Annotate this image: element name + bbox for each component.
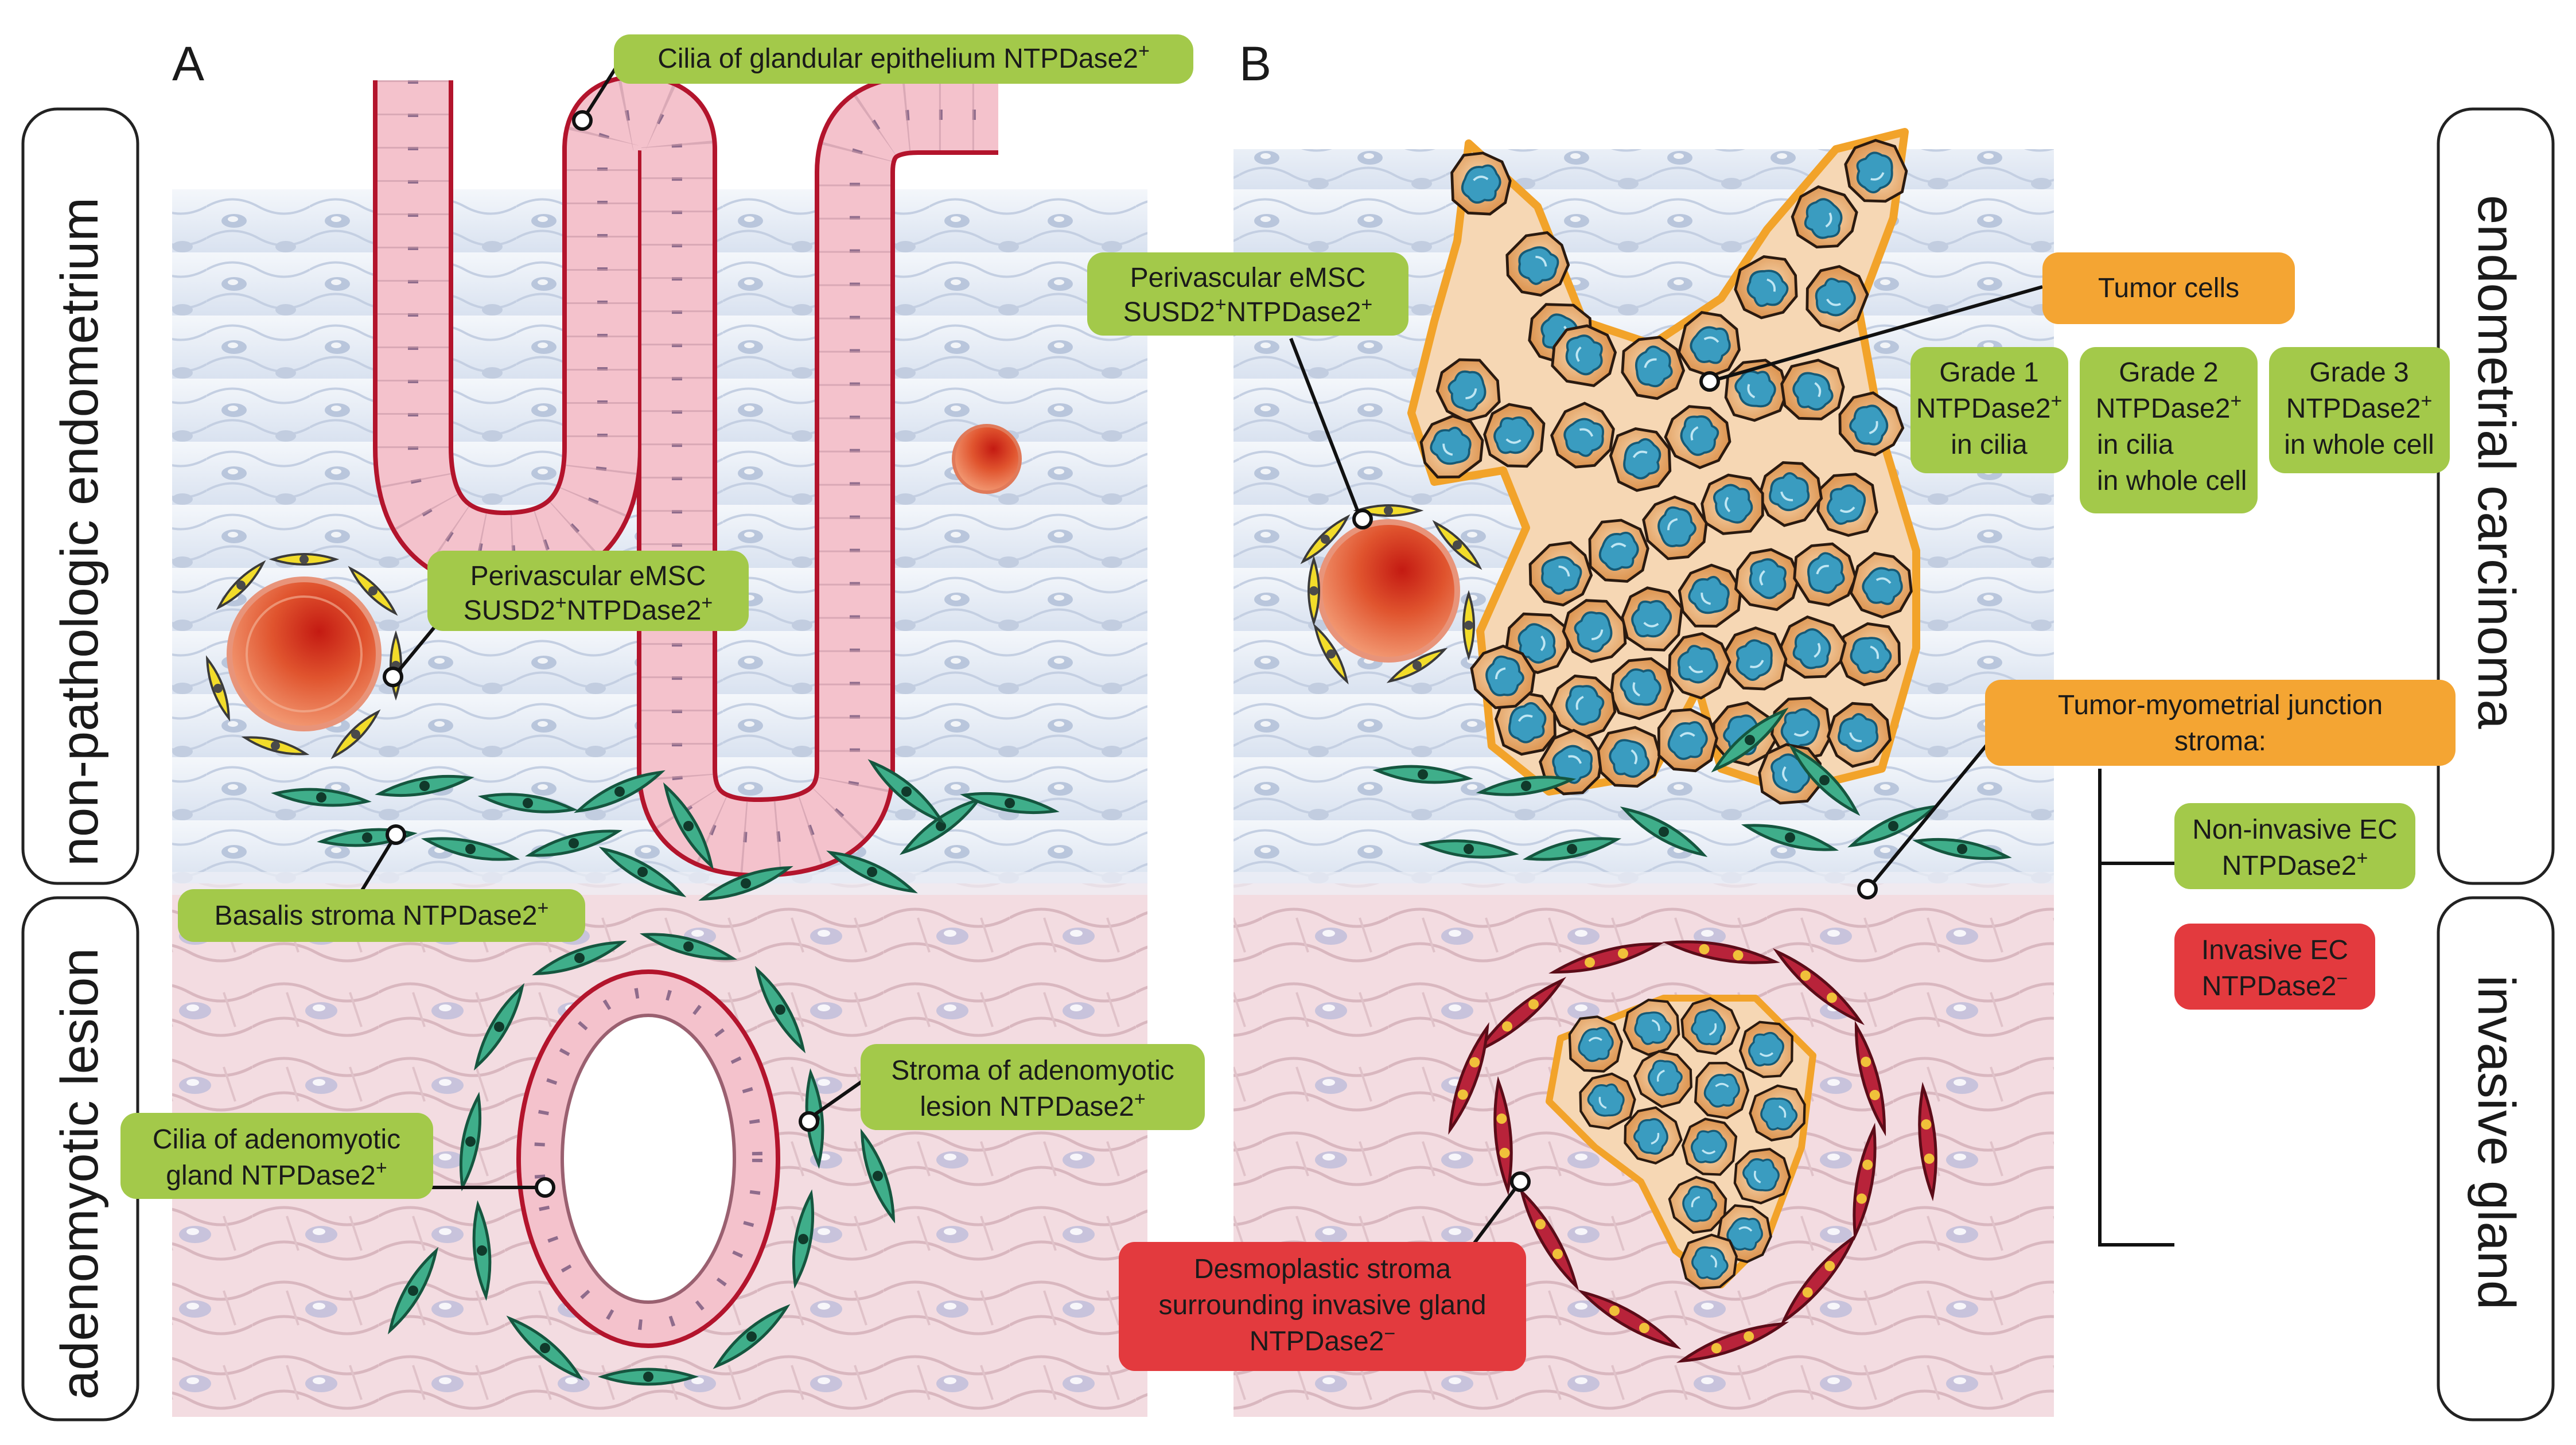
- invasive-tumor-cell: [1570, 1016, 1622, 1071]
- leader-lines: [354, 56, 2174, 1252]
- side-label-nonpathologic: non-pathologic endometrium: [50, 197, 109, 866]
- gland-icon: [373, 75, 998, 878]
- tumor-cell: [1452, 153, 1511, 214]
- vessel-icon: [227, 424, 1022, 731]
- svg-text:Grade 3: Grade 3: [2309, 357, 2408, 388]
- label-tumor-cells: Tumor cells: [2042, 252, 2295, 324]
- leader-dots: [383, 110, 1878, 1198]
- label-desmoplastic-stroma: Desmoplastic stroma surrounding invasive…: [1119, 1242, 1526, 1371]
- svg-text:Tumor-myometrial junction: Tumor-myometrial junction: [2058, 690, 2383, 720]
- invasive-tumor-cell: [1739, 1021, 1794, 1078]
- label-basalis-stroma: Basalis stroma NTPDase2+: [178, 889, 585, 942]
- side-label-left-top: non-pathologic endometrium: [21, 107, 139, 885]
- svg-text:Grade 1: Grade 1: [1939, 357, 2038, 388]
- svg-text:Perivascular eMSC: Perivascular eMSC: [1130, 263, 1366, 293]
- svg-text:Cilia of glandular epithelium: Cilia of glandular epithelium NTPDase2+: [657, 40, 1150, 74]
- svg-text:in whole cell: in whole cell: [2097, 466, 2247, 496]
- svg-text:NTPDase2+: NTPDase2+: [1916, 390, 2063, 424]
- panel-letter-b: B: [1239, 37, 1271, 91]
- svg-text:SUSD2+NTPDase2+: SUSD2+NTPDase2+: [1123, 294, 1373, 328]
- side-label-left-bottom: adenomyotic lesion: [21, 896, 139, 1421]
- svg-text:NTPDase2−: NTPDase2−: [2202, 968, 2348, 1002]
- svg-text:NTPDase2+: NTPDase2+: [2222, 847, 2368, 881]
- svg-text:Grade 2: Grade 2: [2119, 357, 2218, 388]
- label-grade-2: Grade 2 NTPDase2+ in cilia in whole cell: [2080, 347, 2258, 513]
- label-perivascular-b: Perivascular eMSC SUSD2+NTPDase2+: [1087, 252, 1408, 336]
- label-cilia-glandular: Cilia of glandular epithelium NTPDase2+: [614, 34, 1193, 84]
- label-cilia-adenomyotic: Cilia of adenomyotic gland NTPDase2+: [120, 1113, 433, 1199]
- svg-text:NTPDase2+: NTPDase2+: [2096, 390, 2242, 424]
- svg-text:in cilia: in cilia: [1951, 430, 2028, 460]
- svg-text:SUSD2+NTPDase2+: SUSD2+NTPDase2+: [464, 592, 713, 626]
- tumor-cell: [1701, 473, 1765, 535]
- vessel-icon-b: [1299, 504, 1484, 687]
- label-grade-1: Grade 1 NTPDase2+ in cilia: [1910, 347, 2068, 473]
- tumor-cell: [1589, 520, 1648, 582]
- svg-text:Cilia of adenomyotic: Cilia of adenomyotic: [153, 1124, 400, 1155]
- svg-text:Non-invasive EC: Non-invasive EC: [2192, 815, 2397, 845]
- svg-text:stroma:: stroma:: [2174, 726, 2266, 757]
- label-tumor-myometrial-junction: Tumor-myometrial junction stroma:: [1985, 680, 2456, 766]
- side-label-invasive-gland: invasive gland: [2467, 975, 2526, 1310]
- svg-text:lesion NTPDase2+: lesion NTPDase2+: [920, 1088, 1145, 1122]
- label-grade-3: Grade 3 NTPDase2+ in whole cell: [2269, 347, 2450, 473]
- svg-text:gland NTPDase2+: gland NTPDase2+: [166, 1157, 387, 1191]
- label-stroma-adenomyotic: Stroma of adenomyotic lesion NTPDase2+: [861, 1044, 1205, 1130]
- svg-text:Tumor cells: Tumor cells: [2098, 273, 2239, 303]
- side-label-adenomyotic: adenomyotic lesion: [50, 948, 109, 1400]
- svg-text:in cilia: in cilia: [2097, 430, 2174, 460]
- svg-text:NTPDase2−: NTPDase2−: [1250, 1323, 1396, 1357]
- label-perivascular-a: Perivascular eMSC SUSD2+NTPDase2+: [427, 551, 749, 631]
- svg-text:surrounding invasive gland: surrounding invasive gland: [1158, 1290, 1486, 1321]
- side-label-carcinoma: endometrial carcinoma: [2467, 195, 2526, 729]
- svg-text:in whole cell: in whole cell: [2284, 430, 2434, 460]
- panel-letter-a: A: [172, 37, 204, 91]
- tumor-cell: [1657, 708, 1718, 772]
- side-label-right-bottom: invasive gland: [2437, 896, 2555, 1421]
- label-invasive-ec: Invasive EC NTPDase2−: [2174, 924, 2375, 1010]
- svg-text:Desmoplastic stroma: Desmoplastic stroma: [1194, 1254, 1451, 1284]
- svg-text:Basalis stroma NTPDase2+: Basalis stroma NTPDase2+: [215, 897, 549, 931]
- svg-text:Perivascular eMSC: Perivascular eMSC: [470, 561, 706, 591]
- svg-text:Invasive EC: Invasive EC: [2201, 935, 2348, 965]
- svg-text:Stroma of adenomyotic: Stroma of adenomyotic: [891, 1055, 1174, 1086]
- svg-text:NTPDase2+: NTPDase2+: [2286, 390, 2433, 424]
- adenomyotic-gland-icon: [516, 969, 780, 1348]
- label-noninvasive-ec: Non-invasive EC NTPDase2+: [2174, 803, 2415, 889]
- side-label-right-top: endometrial carcinoma: [2437, 107, 2555, 885]
